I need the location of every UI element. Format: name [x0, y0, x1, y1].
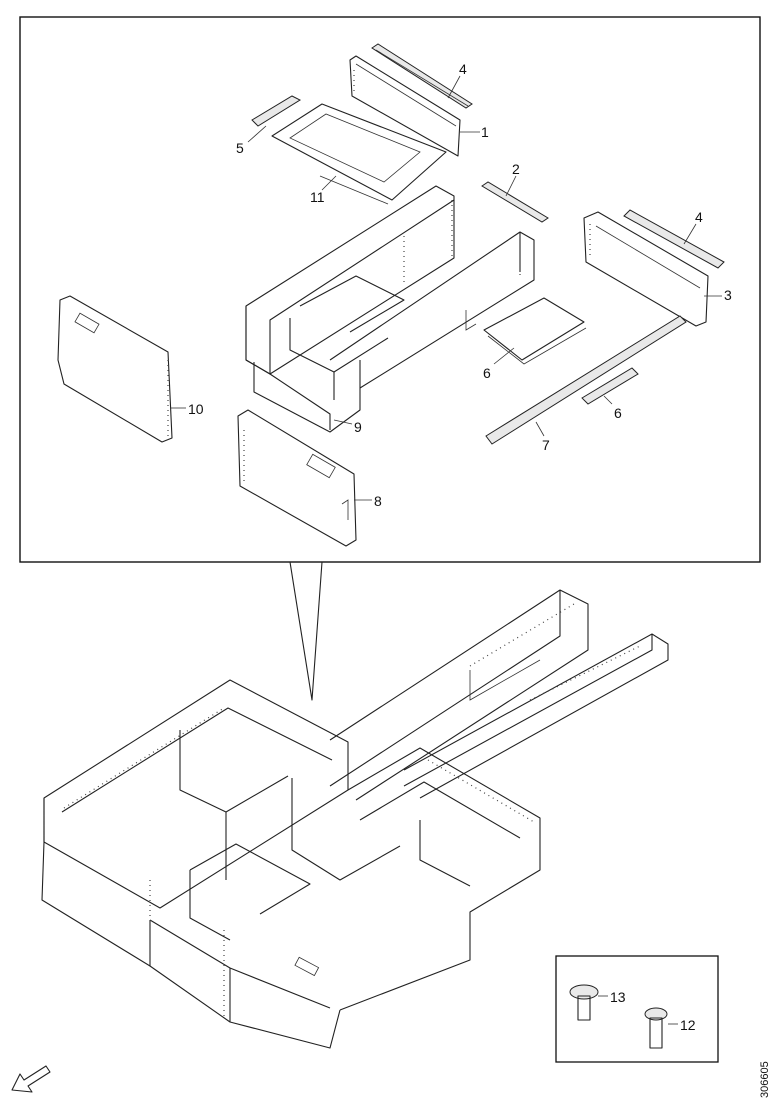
part-9-cab-frame — [245, 185, 535, 433]
part-4-right-rail — [623, 209, 725, 269]
callout-leaders — [170, 75, 722, 501]
part-3-side-panel — [583, 211, 709, 327]
fastener-inset: 13 12 — [555, 955, 719, 1063]
part-11-floor-plate — [271, 103, 447, 205]
figure-id: 306605 — [759, 1061, 771, 1098]
part-4-top-rail — [371, 43, 473, 109]
part-12-rivet-icon — [644, 1007, 678, 1049]
part-10-left-panel — [57, 295, 173, 443]
callout-13: 13 — [610, 989, 626, 1005]
part-8-front-panel — [237, 409, 357, 547]
callout-5: 5 — [236, 140, 244, 156]
callout-4-right: 4 — [695, 209, 703, 225]
part-6-small-strip — [581, 367, 639, 405]
callout-11: 11 — [310, 189, 325, 205]
direction-arrow-icon — [11, 1065, 51, 1093]
assembled-cab-chassis — [41, 589, 669, 1049]
callout-3: 3 — [724, 287, 732, 303]
part-7-long-bar — [485, 315, 687, 445]
part-5-strip — [251, 95, 302, 127]
exploded-view-frame — [19, 16, 761, 701]
callout-10: 10 — [188, 401, 204, 417]
callout-1: 1 — [481, 124, 489, 140]
part-13-bolt-icon — [569, 984, 608, 1021]
callout-6-tray: 6 — [483, 365, 491, 381]
callout-7: 7 — [542, 437, 550, 453]
part-1-rear-panel — [349, 55, 461, 157]
callout-4-top: 4 — [459, 61, 467, 77]
callout-labels: 4 1 5 11 2 4 3 6 7 6 10 9 8 — [188, 61, 732, 509]
callout-12: 12 — [680, 1017, 696, 1033]
callout-8: 8 — [374, 493, 382, 509]
callout-9: 9 — [354, 419, 362, 435]
part-2-strip — [481, 181, 549, 223]
callout-6-strip: 6 — [614, 405, 622, 421]
part-6-floor-tray — [483, 297, 587, 365]
callout-2: 2 — [512, 161, 520, 177]
